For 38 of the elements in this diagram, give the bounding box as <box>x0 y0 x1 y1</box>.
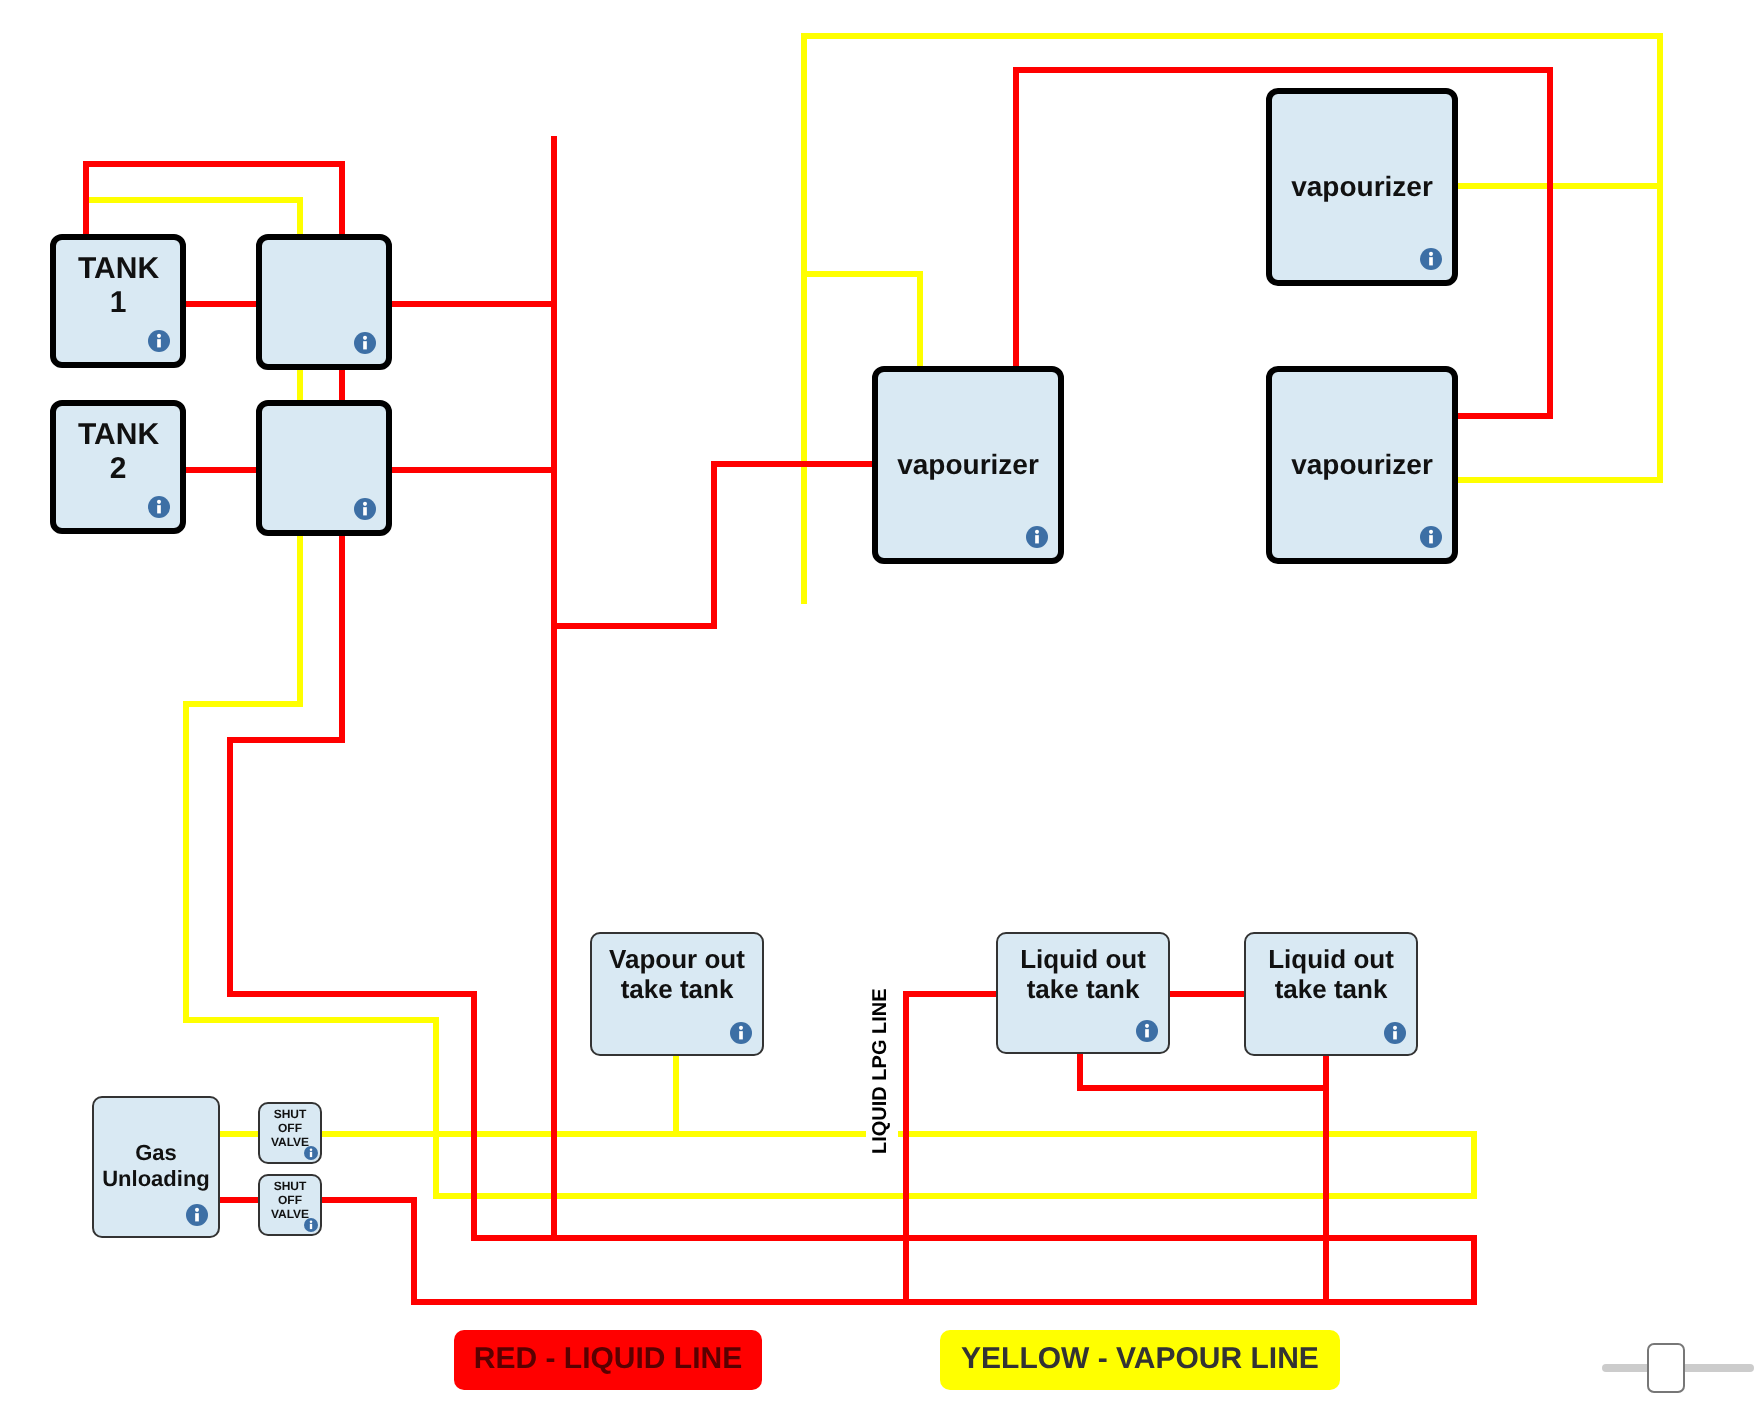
vapourizer-box <box>872 366 1064 564</box>
node-label: Gas Unloading <box>100 1141 212 1193</box>
legend-key: RED - LIQUID LINE <box>454 1330 762 1390</box>
pipe-line <box>83 161 345 234</box>
node-label: vapourizer <box>1291 170 1433 204</box>
pipe-line <box>339 370 345 400</box>
vapourizer-box <box>1266 366 1458 564</box>
node-label: Liquid out take tank <box>1266 946 1396 1006</box>
node-label: Vapour out take tank <box>607 946 747 1006</box>
tank-box <box>50 234 186 368</box>
pipe-line <box>322 1056 679 1137</box>
tank-box <box>50 400 186 534</box>
equipment-box <box>256 234 392 370</box>
valve-box <box>258 1174 322 1236</box>
vapourizer-box <box>1266 88 1458 286</box>
pipe-line <box>1170 991 1244 997</box>
node-label: vapourizer <box>897 448 1039 482</box>
pipe-line <box>1077 1054 1329 1091</box>
node-label: Liquid out take tank <box>1018 946 1148 1006</box>
tank-box <box>590 932 764 1056</box>
unloading-box <box>92 1096 220 1238</box>
node-label: TANK 1 <box>78 252 158 321</box>
pipe-line <box>186 301 256 307</box>
node-label: TANK 2 <box>78 418 158 487</box>
pipe-line <box>186 467 256 473</box>
pipe-line <box>297 370 303 400</box>
tank-box <box>1244 932 1418 1056</box>
pipe-line <box>1458 183 1663 483</box>
valve-box <box>258 1102 322 1164</box>
pipe-line <box>183 536 1477 1199</box>
pipe-line <box>220 1197 258 1203</box>
pipe-line <box>83 197 303 234</box>
node-label: vapourizer <box>1291 448 1433 482</box>
equipment-box <box>256 400 392 536</box>
pipe-line <box>220 1131 258 1137</box>
pipe-line <box>1013 67 1553 419</box>
tank-box <box>996 932 1170 1054</box>
legend-key: YELLOW - VAPOUR LINE <box>940 1330 1340 1390</box>
